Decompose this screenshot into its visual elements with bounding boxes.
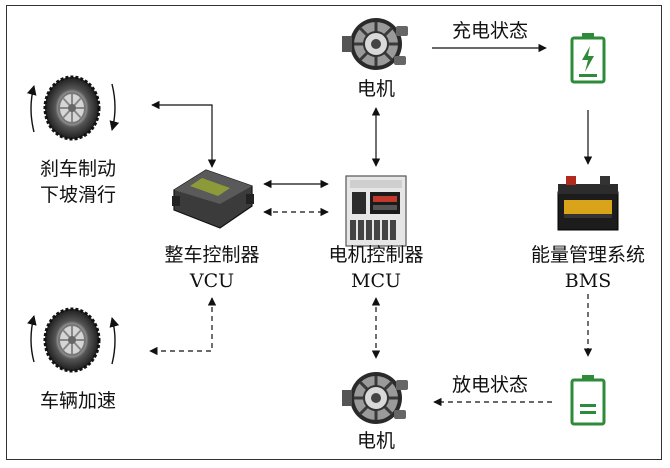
discharge-state-label: 放电状态 [451,374,528,396]
brake-label-line1: 刹车制动 [39,158,116,180]
mcu-panel-icon [345,175,407,247]
vcu-accelerate-connector [149,297,217,356]
car-battery-icon [557,176,619,231]
accelerate-wheel-icon [27,307,120,373]
brake-wheel-icon [26,75,120,141]
motor-bottom-label: 电机 [356,430,395,452]
brake-label-line2: 下坡滑行 [39,184,116,206]
vcu-abbr-label: VCU [189,270,235,292]
brake-vcu-connector [151,100,217,168]
diagram-frame [6,5,662,460]
motor-bottom-icon [340,370,410,426]
mcu-abbr-label: MCU [350,270,401,292]
bms-abbr-label: BMS [564,270,612,292]
accelerate-label: 车辆加速 [39,390,116,412]
vcu-name-label: 整车控制器 [164,244,260,266]
charge-state-label: 充电状态 [451,20,528,42]
motor-top-label: 电机 [356,78,395,100]
vcu-module-icon [172,169,254,229]
bms-name-label: 能量管理系统 [530,244,645,266]
battery-charging-icon [570,33,606,84]
motor-top-icon [340,16,410,72]
mcu-name-label: 电机控制器 [328,244,424,266]
battery-discharging-icon [570,375,606,426]
